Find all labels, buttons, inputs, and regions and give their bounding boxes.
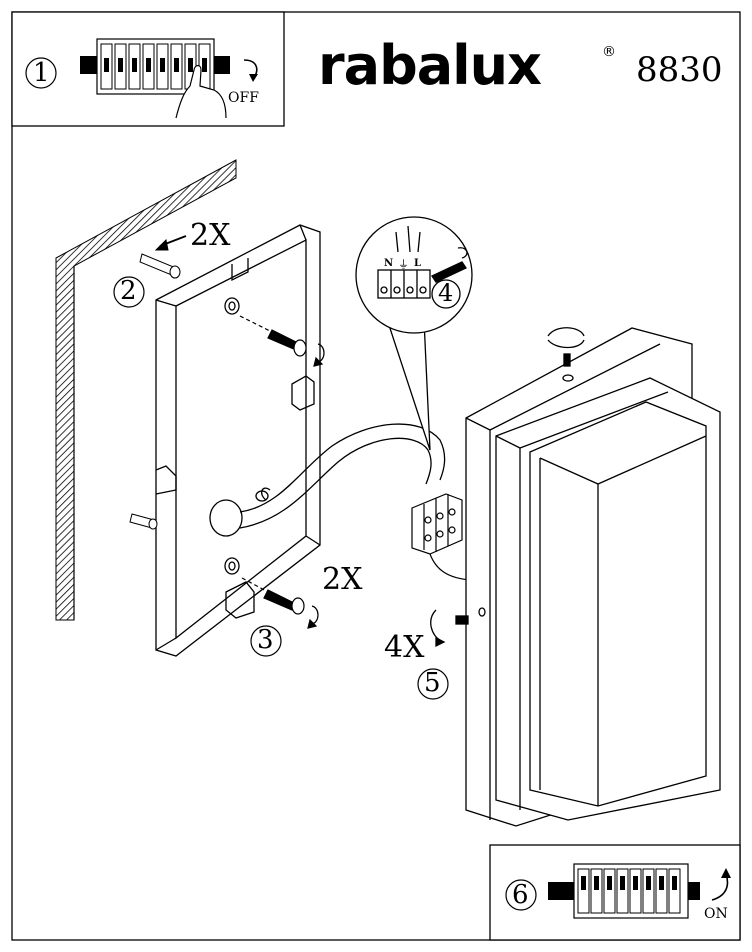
hand-icon [175,64,227,119]
step6-switch-label: ON [704,906,728,922]
brand-logo: rabalux [318,34,542,97]
step2-quantity: 2X [190,218,231,253]
step5-number-circle [417,668,449,700]
registered-mark: ® [602,44,616,60]
terminal-label-earth: ⏚ [398,258,409,271]
step6-panel [489,844,741,941]
step5-number: 5 [424,668,441,698]
step5-quantity: 4X [384,630,425,665]
mounting-bracket [155,224,321,657]
step4-number: 4 [438,279,454,307]
step4-number-circle [431,279,461,309]
terminal-label-l: L [414,258,422,269]
step6-number-circle [505,879,537,911]
supply-cable [239,423,446,529]
step3-number: 3 [257,625,274,655]
step3-quantity: 2X [322,562,363,597]
step1-panel [11,11,285,127]
step1-number-circle [25,57,57,89]
wiring-detail-bubble [355,216,473,451]
step2-number-circle [113,276,145,308]
step1-breaker-icon [80,38,230,95]
terminal-block [411,493,471,581]
page-border [11,11,741,941]
step1-number: 1 [33,58,50,88]
step1-switch-label: OFF [228,90,259,106]
step6-breaker-icon [548,863,700,919]
step6-number: 6 [512,880,529,910]
step2-number: 2 [120,276,137,306]
wall [55,159,237,621]
model-number: 8830 [636,50,723,90]
terminal-label-n: N [384,258,394,269]
wall-anchors [129,235,187,530]
mounting-screws [239,315,325,629]
luminaire [430,327,721,827]
step3-number-circle [250,625,282,657]
